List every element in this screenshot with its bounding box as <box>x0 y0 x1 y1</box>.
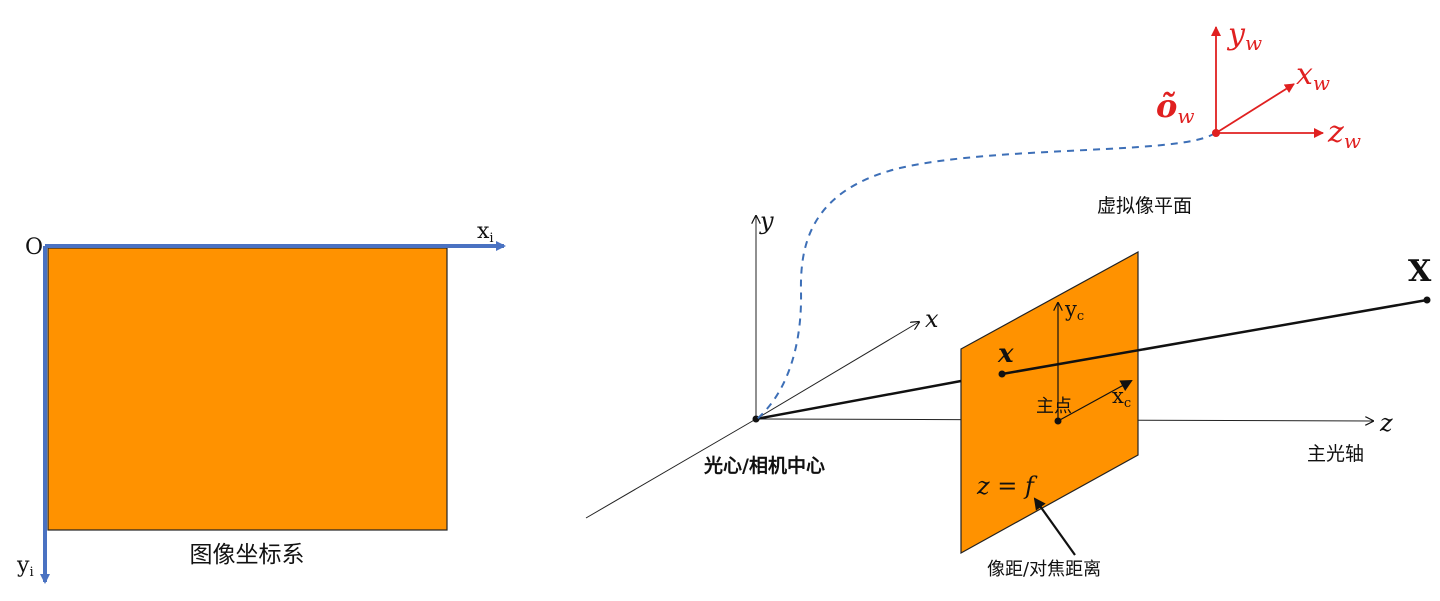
image-coordinate-system: O xi yi 图像坐标系 <box>16 219 506 584</box>
camera-back-axis <box>585 418 757 519</box>
optical-center-label: 光心/相机中心 <box>703 454 825 477</box>
principal-axis-label: 主光轴 <box>1307 443 1364 465</box>
plane-equation-label: z = f <box>976 472 1038 500</box>
focal-note-arrow <box>1033 497 1076 556</box>
plane-xc-label: xc <box>1112 384 1131 411</box>
principal-point <box>1054 417 1062 425</box>
world-coordinate-system: yw xw zw õw <box>1156 17 1361 153</box>
camera-z-label: z <box>1379 409 1393 437</box>
camera-model: y x z 光心/相机中心 主光轴 虚拟像平面 x 主点 xc yc z = f… <box>585 132 1432 580</box>
virtual-plane-label: 虚拟像平面 <box>1097 195 1192 217</box>
world-to-camera-dashed-curve <box>756 132 1216 420</box>
image-caption: 图像坐标系 <box>190 542 305 568</box>
image-point-label: x <box>997 339 1014 369</box>
plane-xc-axis <box>1057 380 1133 422</box>
image-origin-label: O <box>25 235 43 260</box>
image-x-label: xi <box>477 219 494 246</box>
world-point <box>1423 296 1431 304</box>
world-x-label: xw <box>1296 57 1330 95</box>
image-point <box>998 370 1006 378</box>
camera-x-axis <box>755 322 919 420</box>
focal-note-label: 像距/对焦距离 <box>987 559 1101 580</box>
world-z-label: zw <box>1327 115 1361 153</box>
projection-ray-back <box>755 379 962 421</box>
image-y-label: yi <box>16 553 34 580</box>
world-origin-point <box>1212 129 1220 137</box>
principal-point-label: 主点 <box>1036 396 1072 417</box>
virtual-image-plane <box>960 250 1139 555</box>
world-point-label: X <box>1408 254 1432 289</box>
plane-yc-label: yc <box>1064 297 1084 324</box>
camera-y-label: y <box>759 207 774 235</box>
image-rectangle <box>47 247 448 531</box>
world-origin-label: õw <box>1156 87 1194 128</box>
camera-x-label: x <box>925 305 939 333</box>
world-x-axis <box>1215 83 1295 134</box>
world-y-label: yw <box>1226 17 1262 55</box>
projection-ray-front <box>1001 298 1428 376</box>
